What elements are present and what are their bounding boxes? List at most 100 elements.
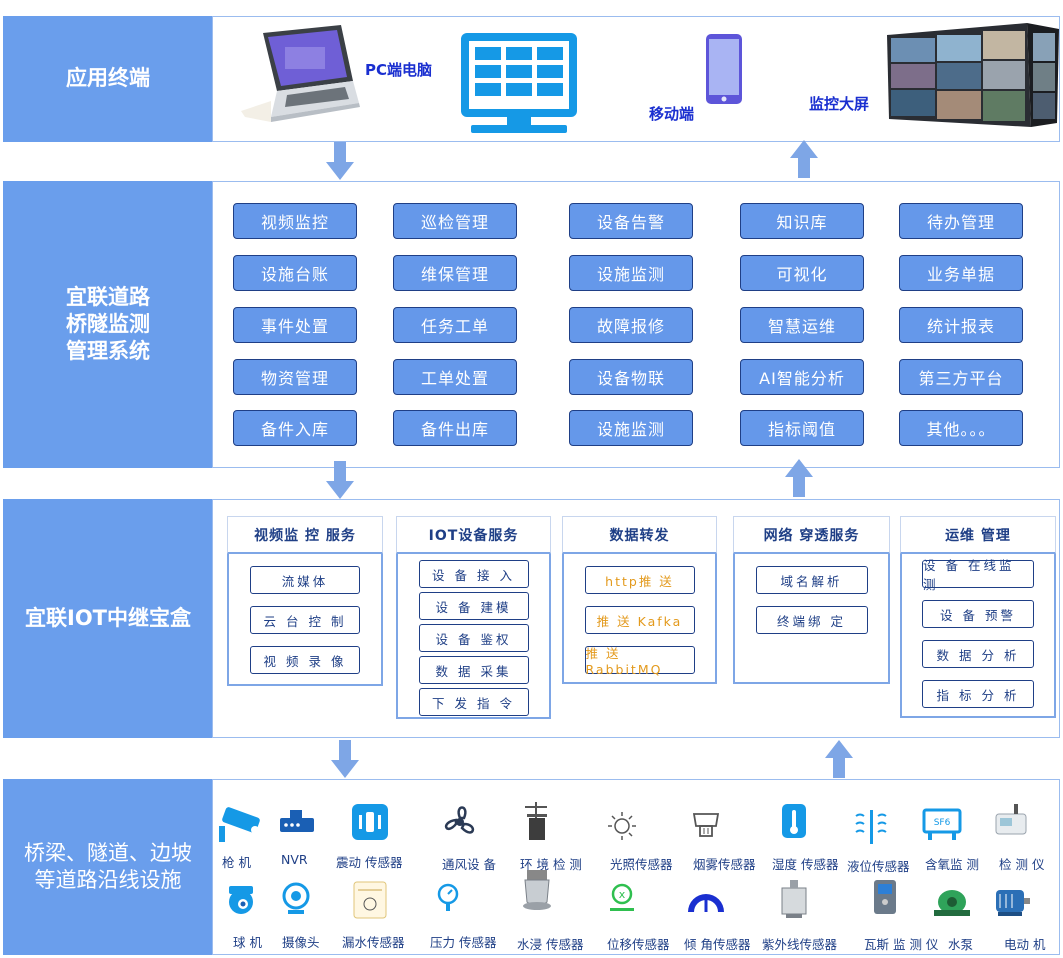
service-item[interactable]: 设 备 鉴权 (418, 624, 529, 652)
service-group-title: 视频监 控 服务 (227, 516, 383, 554)
module-button[interactable]: 任务工单 (393, 307, 517, 343)
lane-label-terminal: 应用终端 (3, 16, 213, 142)
device-label: 光照传感器 (610, 857, 673, 872)
lane-title-line: 宜联道路 (66, 284, 150, 309)
module-button[interactable]: 设施监测 (569, 255, 693, 291)
service-item[interactable]: 设 备 建模 (418, 592, 529, 620)
uv-sensor-icon (762, 878, 826, 922)
service-group: IOT设备服务 (396, 516, 551, 719)
vibration-sensor-icon (338, 800, 402, 844)
service-group: 运维 管理 (900, 516, 1056, 718)
device-label: 水浸 传感器 (517, 937, 584, 952)
device-label: 环 境 检 测 (520, 857, 582, 872)
device-label: 烟雾传感器 (693, 857, 756, 872)
svg-text:x: x (619, 888, 626, 901)
tilt-sensor-icon (674, 878, 738, 922)
device-label: NVR (281, 852, 308, 867)
device-label: 压力 传感器 (430, 935, 497, 950)
video-wall-icon (887, 23, 1059, 127)
service-item[interactable]: 云 台 控 制 (250, 606, 360, 634)
nvr-icon (264, 800, 328, 844)
module-button[interactable]: 统计报表 (899, 307, 1023, 343)
service-item[interactable]: 视 频 录 像 (250, 646, 360, 674)
arrow-down-icon (331, 740, 359, 778)
module-button[interactable]: 可视化 (740, 255, 864, 291)
device-label: 摄像头 (282, 935, 320, 950)
device-label: 震动 传感器 (336, 855, 403, 870)
service-item[interactable]: 指 标 分 析 (922, 680, 1034, 708)
service-item[interactable]: 设 备 接 入 (418, 560, 529, 588)
phone-icon (706, 34, 742, 104)
flood-sensor-icon (505, 870, 569, 914)
module-button[interactable]: 工单处置 (393, 359, 517, 395)
module-button[interactable]: 事件处置 (233, 307, 357, 343)
module-button[interactable]: 物资管理 (233, 359, 357, 395)
device-label: 水泵 (948, 937, 974, 952)
service-item[interactable]: 设 备 预警 (922, 600, 1034, 628)
lane-label-iot: 宜联IOT中继宝盒 (3, 499, 213, 738)
lane-title-line: 桥梁、隧道、边坡 (24, 840, 192, 865)
arrow-up-icon (785, 459, 813, 497)
module-button[interactable]: 智慧运维 (740, 307, 864, 343)
sun-icon (590, 804, 654, 848)
module-button[interactable]: 设备物联 (569, 359, 693, 395)
dome-camera-icon (211, 878, 275, 922)
wall-terminal-label: 监控大屏 (809, 95, 870, 113)
service-group: 网络 穿透服务 (733, 516, 890, 684)
module-button[interactable]: 设施监测 (569, 410, 693, 446)
device-label: 球 机 (233, 935, 262, 950)
bullet-camera-icon (211, 800, 275, 844)
webcam-icon (264, 878, 328, 922)
module-button[interactable]: 待办管理 (899, 203, 1023, 239)
thermometer-icon (762, 800, 826, 844)
service-item[interactable]: 数 据 采集 (418, 656, 529, 684)
lane-title-line: 桥隧监测 (66, 311, 150, 336)
module-button[interactable]: 备件出库 (393, 410, 517, 446)
lane-title: 宜联IOT中继宝盒 (25, 605, 191, 630)
device-label: 液位传感器 (847, 859, 910, 874)
motor-icon (978, 880, 1042, 924)
module-button[interactable]: 第三方平台 (899, 359, 1023, 395)
module-button[interactable]: 指标阈值 (740, 410, 864, 446)
module-button[interactable]: 其他。。。 (899, 410, 1023, 446)
module-button[interactable]: 故障报修 (569, 307, 693, 343)
arrow-down-icon (326, 461, 354, 499)
pc-terminal-label: PC端电脑 (365, 61, 433, 79)
service-item[interactable]: 设 备 在线监 测 (922, 558, 1034, 592)
oxygen-monitor-icon: SF6 (910, 804, 974, 848)
module-button[interactable]: 维保管理 (393, 255, 517, 291)
weather-station-icon (505, 800, 569, 844)
service-item[interactable]: 终端绑 定 (755, 606, 868, 634)
water-level-icon (840, 804, 904, 848)
service-item[interactable]: 推 送 Kafka (584, 606, 695, 634)
module-button[interactable]: 设施台账 (233, 255, 357, 291)
module-button[interactable]: 设备告警 (569, 203, 693, 239)
service-item[interactable]: 域名解析 (755, 566, 868, 594)
service-item[interactable]: 推 送 RabbitMQ (584, 646, 695, 677)
service-item[interactable]: 下 发 指 令 (418, 688, 529, 716)
lane-title: 应用终端 (66, 66, 150, 91)
lane-label-system: 宜联道路 桥隧监测 管理系统 (3, 181, 213, 468)
detector-icon (978, 800, 1042, 844)
device-label: 漏水传感器 (342, 935, 405, 950)
module-button[interactable]: 巡检管理 (393, 203, 517, 239)
module-button[interactable]: 备件入库 (233, 410, 357, 446)
service-item[interactable]: 数 据 分 析 (922, 640, 1034, 668)
service-group-title: IOT设备服务 (396, 516, 551, 554)
device-label: 检 测 仪 (999, 857, 1045, 872)
pressure-gauge-icon (416, 878, 480, 922)
module-button[interactable]: 视频监控 (233, 203, 357, 239)
arrow-up-icon (790, 140, 818, 178)
service-item[interactable]: http推 送 (584, 566, 695, 594)
service-item[interactable]: 流媒体 (250, 566, 360, 594)
service-group: 视频监 控 服务 (227, 516, 383, 686)
smoke-detector-icon (674, 804, 738, 848)
device-label: 通风设 备 (442, 857, 496, 872)
module-button[interactable]: 业务单据 (899, 255, 1023, 291)
device-label: 位移传感器 (607, 937, 670, 952)
module-button[interactable]: AI智能分析 (740, 359, 864, 395)
module-button[interactable]: 知识库 (740, 203, 864, 239)
service-group-title: 数据转发 (562, 516, 717, 554)
service-group: 数据转发 (562, 516, 717, 684)
arrow-up-icon (825, 740, 853, 778)
